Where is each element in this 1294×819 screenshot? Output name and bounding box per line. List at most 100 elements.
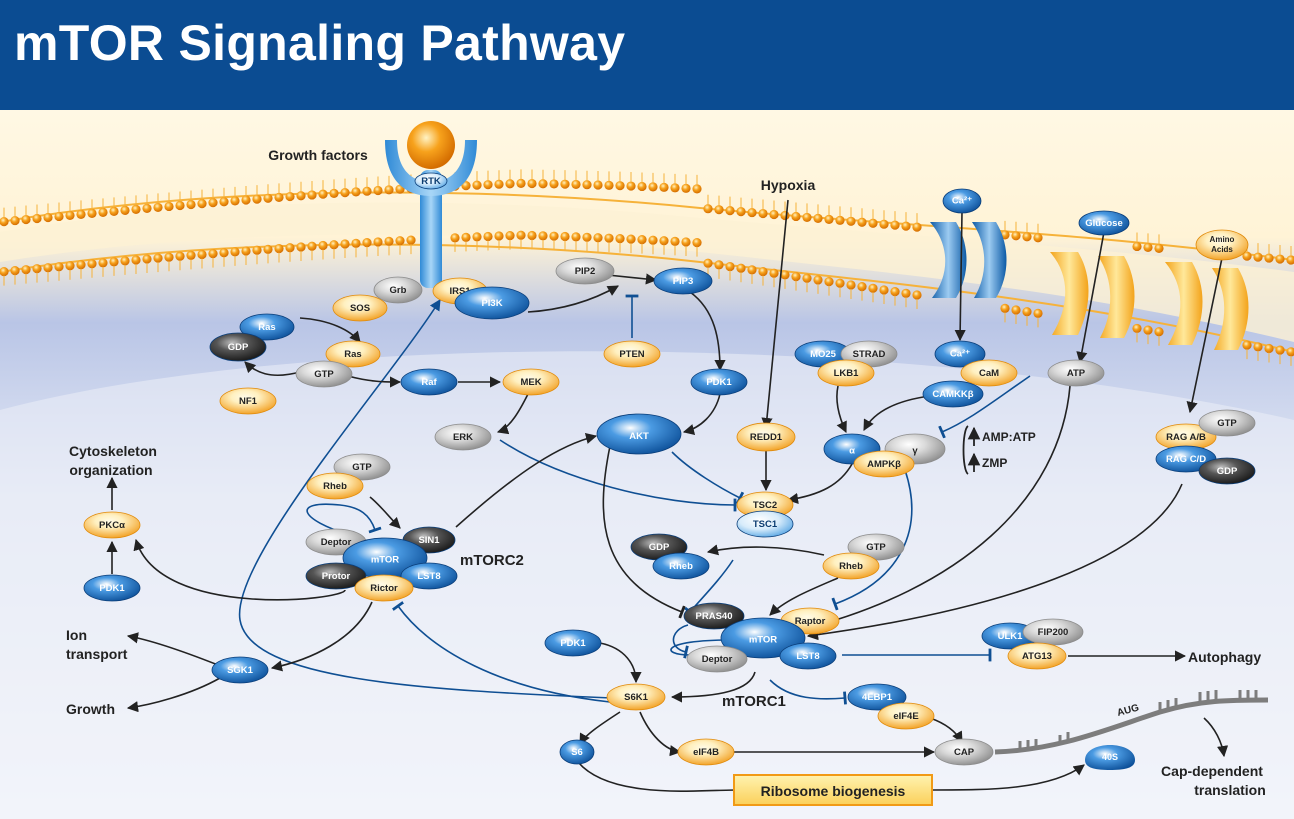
node-ras-top: Ras <box>239 313 295 341</box>
calcium-channel <box>930 222 1007 298</box>
ribosome-biogenesis-label: Ribosome biogenesis <box>761 783 906 799</box>
node-label-mtor1: mTOR <box>749 635 777 646</box>
node-sgk1: SGK1 <box>211 656 269 684</box>
node-eif4b: eIF4B <box>677 738 735 766</box>
node-gdp-ras: GDP <box>209 332 267 362</box>
node-pkca: PKCα <box>83 511 141 539</box>
page-title: mTOR Signaling Pathway <box>14 15 626 71</box>
cell-membrane <box>0 169 1294 366</box>
node-label-tsc1: TSC1 <box>753 519 778 530</box>
erk-inhibits-tsc2 <box>499 439 737 512</box>
node-label-ras: Ras <box>344 349 361 360</box>
node-glucose: Glucose <box>1078 210 1130 236</box>
node-label-rag-cd: RAG C/D <box>1166 454 1206 465</box>
node-ca-out: Ca²⁺ <box>942 188 982 214</box>
node-label-ulk1: ULK1 <box>998 631 1024 642</box>
autophagy-label: Autophagy <box>1188 649 1261 665</box>
node-label-gtp-rheb1: GTP <box>866 542 886 553</box>
node-label-tsc2: TSC2 <box>753 500 777 511</box>
node-label-amino-line1: Amino <box>1210 235 1235 244</box>
node-cap: CAP <box>934 738 994 766</box>
node-label-pdk1-akt: PDK1 <box>706 377 732 388</box>
node-grb: Grb <box>373 276 423 304</box>
node-label-akt: AKT <box>629 431 649 442</box>
s6k1-to-irs1-feedback <box>238 299 613 699</box>
node-ca-in: Ca²⁺ <box>934 340 986 368</box>
node-label-nf1: NF1 <box>239 396 258 407</box>
deptor-loop-mtorc2 <box>306 503 382 536</box>
node-label-grb: Grb <box>390 285 407 296</box>
node-label-mo25: MO25 <box>810 349 837 360</box>
node-rheb2: Rheb <box>306 472 364 500</box>
mrna-strand <box>994 690 1269 755</box>
node-label-s6: S6 <box>571 747 583 758</box>
node-label-lst8-1: LST8 <box>796 651 819 662</box>
growth-factor-ligand <box>407 121 455 169</box>
node-deptor1: Deptor <box>686 645 748 673</box>
node-label-erk: ERK <box>453 432 473 443</box>
node-label-pip3: PIP3 <box>673 276 694 287</box>
node-rtk: RTK <box>414 172 448 190</box>
glucose-transporter <box>1050 252 1135 338</box>
node-ras: Ras <box>325 340 381 368</box>
node-ampk-b: AMPKβ <box>853 450 915 478</box>
cytoskeleton-label-1: Cytoskeleton <box>69 443 157 459</box>
node-label-gdp-ras: GDP <box>228 342 249 353</box>
header-bar: mTOR Signaling Pathway <box>0 0 1294 110</box>
node-atg13: ATG13 <box>1007 642 1067 670</box>
node-ebp1: 4EBP1 <box>847 683 907 711</box>
node-pip3: PIP3 <box>653 267 713 295</box>
node-label-ca-in: Ca²⁺ <box>950 349 970 360</box>
rtk-receptor <box>385 121 477 288</box>
node-label-redd1: REDD1 <box>750 432 783 443</box>
node-mek: MEK <box>502 368 560 396</box>
node-label-rag-gtp: GTP <box>1217 418 1237 429</box>
node-label-ampk-b: AMPKβ <box>867 459 901 470</box>
node-lst8-2: LST8 <box>400 562 458 590</box>
cap-dependent-label-2: translation <box>1194 782 1266 798</box>
node-akt: AKT <box>596 413 682 455</box>
node-label-pdk1-s6k: PDK1 <box>560 638 586 649</box>
node-label-pkca: PKCα <box>99 520 125 531</box>
node-label-pip2: PIP2 <box>575 266 596 277</box>
node-label-rheb-gtp: Rheb <box>839 561 863 572</box>
mtorc2-label: mTORC2 <box>460 552 524 569</box>
node-pten: PTEN <box>603 340 661 368</box>
mtorc1-inhibits-4ebp1 <box>769 679 847 705</box>
node-label-irs1: IRS1 <box>449 286 471 297</box>
node-label-sgk1: SGK1 <box>227 665 254 676</box>
node-mtor1: mTOR <box>720 617 806 659</box>
atp-inhibits-ampk <box>938 375 1031 439</box>
node-tsc1: TSC1 <box>736 510 794 538</box>
node-label-pten: PTEN <box>619 349 644 360</box>
node-erk: ERK <box>434 423 492 451</box>
node-label-sos: SOS <box>350 303 370 314</box>
ion-transport-label-1: Ion <box>66 627 87 643</box>
amp-up-arrows <box>962 425 981 475</box>
node-label-rag-ab: RAG A/B <box>1166 432 1206 443</box>
node-label-rictor: Rictor <box>370 583 398 594</box>
node-pi3k: PI3K <box>454 286 530 320</box>
cytoskeleton-label-2: organization <box>69 462 152 478</box>
node-label-raptor: Raptor <box>795 616 826 627</box>
node-label-cap: CAP <box>954 747 975 758</box>
node-pdk1-akt: PDK1 <box>690 368 748 396</box>
node-label-pi3k: PI3K <box>481 298 502 309</box>
mtorc1-label: mTORC1 <box>722 693 786 710</box>
node-label-ampk-a: α <box>849 445 855 456</box>
node-rheb-gdp: Rheb <box>652 552 710 580</box>
node-lkb1: LKB1 <box>817 359 875 387</box>
node-label-cam: CaM <box>979 368 999 379</box>
node-label-sin1: SIN1 <box>418 535 440 546</box>
node-s6k1: S6K1 <box>606 683 666 711</box>
node-redd1: REDD1 <box>736 422 796 452</box>
node-label-strad: STRAD <box>853 349 886 360</box>
node-label-deptor1: Deptor <box>702 654 733 665</box>
node-label-mek: MEK <box>520 377 541 388</box>
node-pip2: PIP2 <box>555 257 615 285</box>
node-rag-gdp: GDP <box>1198 457 1256 485</box>
cap-dependent-label-1: Cap-dependent <box>1161 763 1263 779</box>
node-pras40: PRAS40 <box>683 602 745 630</box>
node-fip200: FIP200 <box>1022 618 1084 646</box>
